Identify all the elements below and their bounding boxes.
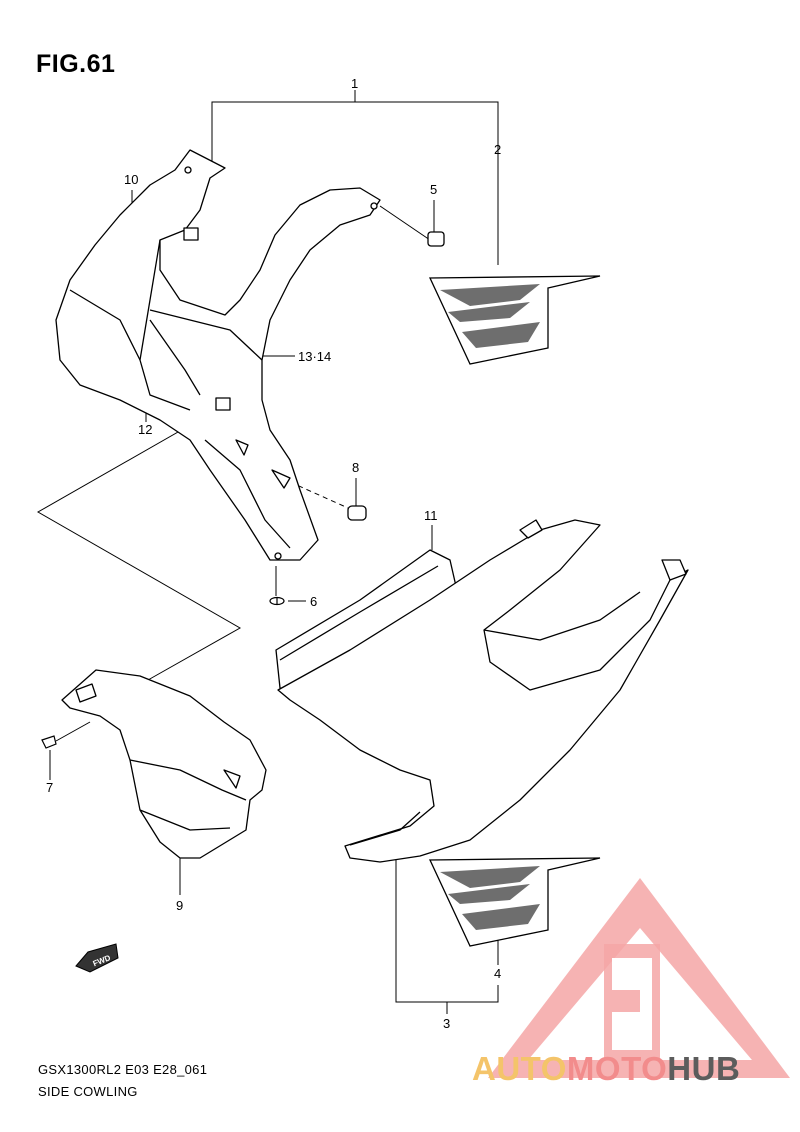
callout-7: 7 [46,780,53,795]
model-code: GSX1300RL2 E03 E28_061 [38,1062,208,1077]
side-cowling-part-3 [277,519,689,863]
screw-part-6 [269,596,285,606]
lower-inner-panel-part-9 [61,669,267,859]
callout-4: 4 [494,966,501,981]
callout-8: 8 [352,460,359,475]
decal-part-4 [428,857,601,947]
callout-13-14: 13·14 [298,349,331,364]
watermark-part-c: HUB [667,1050,741,1087]
watermark-logo-mark [488,878,790,1078]
callout-3: 3 [443,1016,450,1031]
callout-5: 5 [430,182,437,197]
callout-2: 2 [494,142,501,157]
callout-11: 11 [424,508,438,523]
callout-1: 1 [351,76,358,91]
inner-panel-assembly [55,149,445,561]
watermark-wordmark: AUTOMOTOHUB [472,1050,740,1088]
section-name: SIDE COWLING [38,1084,138,1099]
figure-title: FIG.61 [36,50,116,78]
fwd-direction-badge [75,943,119,973]
decal-part-2 [428,275,601,365]
callout-6: 6 [310,594,317,609]
screw-part-7 [41,735,57,749]
callout-9: 9 [176,898,183,913]
watermark-part-a: AUTO [472,1050,567,1087]
callout-10: 10 [124,172,138,187]
alignment-guides [36,407,242,681]
callout-12: 12 [138,422,152,437]
watermark-part-b: MOTO [566,1050,668,1087]
